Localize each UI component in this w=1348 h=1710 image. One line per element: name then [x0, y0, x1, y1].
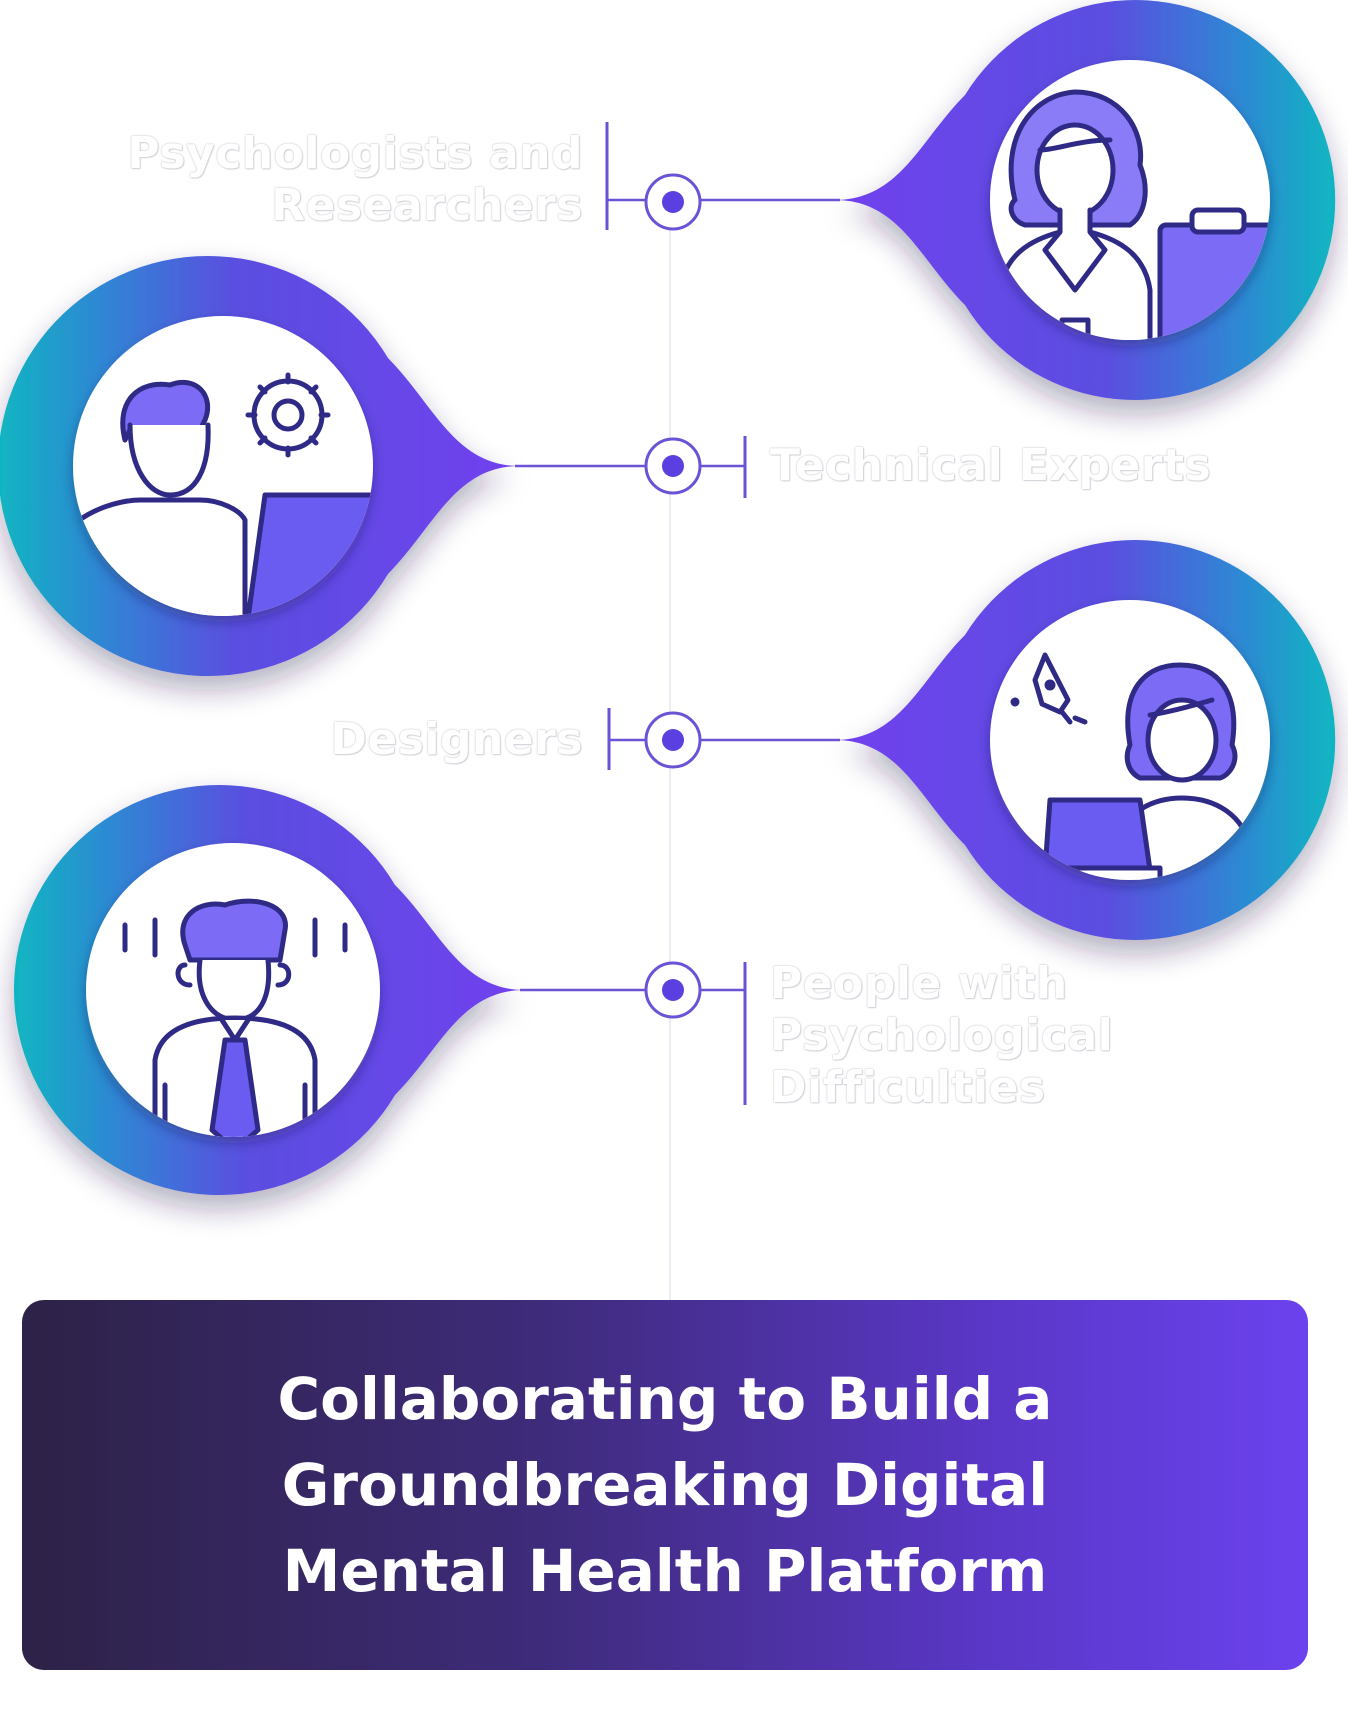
title-banner: Collaborating to Build a Groundbreaking … — [22, 1300, 1308, 1670]
label-designers: Designers — [330, 714, 583, 765]
banner-title: Collaborating to Build a Groundbreaking … — [277, 1365, 1053, 1605]
label-people-with-difficulties: People with Psychological Difficulties — [770, 958, 1114, 1113]
stressed-person-icon — [122, 898, 348, 1137]
label-technical-experts: Technical Experts — [770, 440, 1212, 491]
label-researchers: Psychologists and Researchers — [127, 128, 583, 231]
